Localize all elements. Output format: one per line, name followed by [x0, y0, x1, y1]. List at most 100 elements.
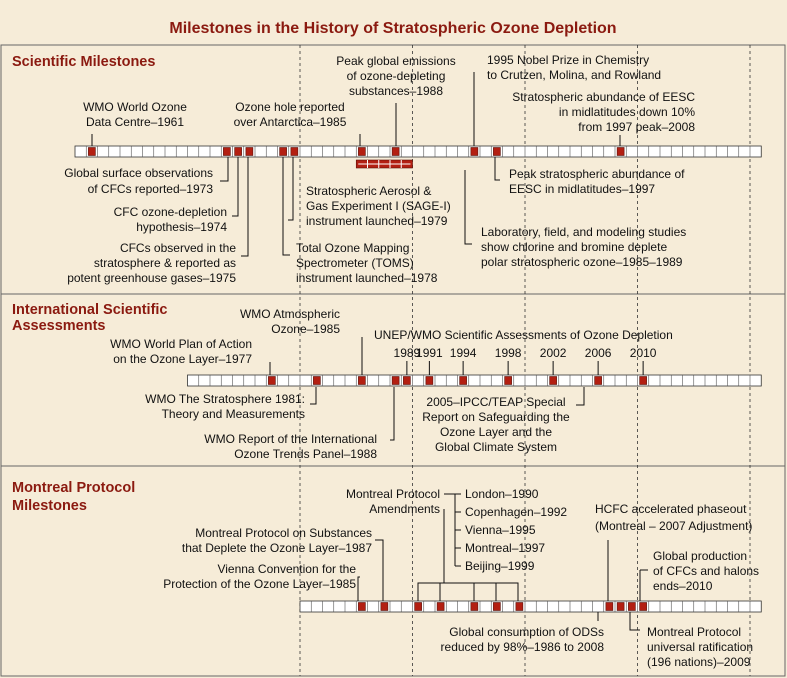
scientific-timeline-bar [74, 145, 762, 158]
svg-text:in midlatitudes down 10%: in midlatitudes down 10% [559, 105, 695, 119]
label-hcfc-phaseout: HCFC accelerated phaseout (Montreal – 20… [595, 502, 752, 533]
label-cfc-production-end: Global production of CFCs and halons end… [653, 549, 759, 593]
svg-text:Protection of the Ozone Layer–: Protection of the Ozone Layer–1985 [163, 577, 356, 591]
label-sage: Stratospheric Aerosol & Gas Experiment I… [306, 184, 451, 228]
svg-text:Ozone–1985: Ozone–1985 [271, 322, 340, 336]
label-amendments: Montreal Protocol Amendments [346, 487, 440, 516]
assessments-timeline-bar [187, 374, 762, 387]
bar1-track [74, 145, 762, 158]
montreal-heading-line2: Milestones [12, 498, 87, 514]
svg-text:potent greenhouse gases–1975: potent greenhouse gases–1975 [67, 271, 236, 285]
label-ozone-hole: Ozone hole reported over Antarctica–1985 [234, 100, 347, 129]
svg-text:Global surface observations: Global surface observations [64, 166, 213, 180]
label-ipcc: 2005–IPCC/TEAP Special Report on Safegua… [422, 395, 570, 454]
label-lab-studies: Laboratory, field, and modeling studies … [481, 225, 686, 269]
svg-text:Montreal Protocol on Substance: Montreal Protocol on Substances [195, 526, 372, 540]
svg-text:Stratospheric abundance of EES: Stratospheric abundance of EESC [512, 90, 695, 104]
svg-text:Beijing–1999: Beijing–1999 [465, 559, 535, 573]
svg-text:Laboratory, field, and modelin: Laboratory, field, and modeling studies [481, 225, 686, 239]
svg-text:reduced by 98%–1986 to 2008: reduced by 98%–1986 to 2008 [441, 640, 605, 654]
mp-marker-1995 [470, 602, 479, 611]
sci-marker-1995 [470, 147, 479, 156]
label-universal-ratification: Montreal Protocol universal ratification… [647, 625, 753, 669]
mp-marker-2010 [639, 602, 647, 611]
mp-marker-1997 [493, 602, 501, 611]
svg-text:(Montreal – 2007 Adjustment): (Montreal – 2007 Adjustment) [595, 519, 752, 533]
svg-text:WMO Atmospheric: WMO Atmospheric [240, 307, 340, 321]
svg-text:WMO World Ozone: WMO World Ozone [83, 100, 187, 114]
svg-text:1995 Nobel Prize in Chemistry: 1995 Nobel Prize in Chemistry [487, 53, 649, 67]
montreal-timeline-bar [299, 600, 762, 613]
mp-marker-2009 [628, 602, 636, 611]
svg-text:Report on Safeguarding the: Report on Safeguarding the [422, 410, 570, 424]
mp-marker-1990 [414, 602, 422, 611]
mp-marker-1985 [358, 602, 366, 611]
svg-text:hypothesis–1974: hypothesis–1974 [136, 220, 227, 234]
svg-text:WMO The Stratosphere 1981:: WMO The Stratosphere 1981: [145, 392, 305, 406]
svg-text:Global consumption of ODSs: Global consumption of ODSs [449, 625, 604, 639]
asm-marker-1988 [391, 376, 400, 385]
sci-marker-1985 [358, 147, 366, 156]
svg-text:Amendments: Amendments [369, 502, 440, 516]
sci-marker-1978 [279, 147, 287, 156]
svg-text:to Crutzen, Molina, and Rowlan: to Crutzen, Molina, and Rowland [487, 68, 661, 82]
assessment-year-label: 1998 [495, 346, 522, 360]
svg-text:Montreal–1997: Montreal–1997 [465, 541, 545, 555]
svg-text:Montreal Protocol: Montreal Protocol [346, 487, 440, 501]
label-toms: Total Ozone Mapping Spectrometer (TOMS) … [296, 241, 438, 285]
label-peak-eesc: Peak stratospheric abundance of EESC in … [509, 167, 685, 196]
label-unep-wmo: UNEP/WMO Scientific Assessments of Ozone… [374, 328, 673, 342]
svg-text:WMO World Plan of Action: WMO World Plan of Action [110, 337, 252, 351]
svg-text:instrument launched–1979: instrument launched–1979 [306, 214, 448, 228]
figure-frame [0, 44, 786, 677]
scientific-heading: Scientific Milestones [12, 54, 155, 70]
svg-text:show chlorine and bromine depl: show chlorine and bromine deplete [481, 240, 667, 254]
label-cfc-hypothesis: CFC ozone-depletion hypothesis–1974 [114, 205, 228, 234]
mp-marker-1992 [436, 602, 445, 611]
asm-marker-2010 [639, 376, 647, 385]
label-peak-emissions: Peak global emissions of ozone-depleting… [336, 54, 455, 98]
svg-text:on the Ozone Layer–1977: on the Ozone Layer–1977 [113, 352, 252, 366]
label-wmo-plan: WMO World Plan of Action on the Ozone La… [110, 337, 252, 366]
svg-text:that Deplete the Ozone Layer–1: that Deplete the Ozone Layer–1987 [182, 541, 372, 555]
sci-marker-1975 [245, 147, 254, 156]
mp-marker-1999 [515, 602, 524, 611]
svg-text:Montreal Protocol: Montreal Protocol [647, 625, 741, 639]
mp-marker-2008 [616, 602, 625, 611]
svg-text:Theory and Measurements: Theory and Measurements [162, 407, 305, 421]
assessments-heading-line1: International Scientific [12, 302, 168, 318]
sci-marker-1988 [391, 147, 400, 156]
asm-marker-1991 [425, 376, 434, 385]
asm-marker-1977 [268, 376, 276, 385]
svg-text:CFCs observed in the: CFCs observed in the [120, 241, 236, 255]
svg-text:HCFC accelerated phaseout: HCFC accelerated phaseout [595, 502, 747, 516]
asm-marker-2006 [594, 376, 602, 385]
asm-marker-1994 [459, 376, 467, 385]
mp-marker-2007 [605, 602, 614, 611]
svg-text:of ozone-depleting: of ozone-depleting [347, 69, 446, 83]
svg-text:2005–IPCC/TEAP Special: 2005–IPCC/TEAP Special [426, 395, 565, 409]
amendment-list: London–1990 Copenhagen–1992 Vienna–1995 … [465, 487, 567, 573]
svg-text:universal ratification: universal ratification [647, 640, 753, 654]
svg-text:Peak global emissions: Peak global emissions [336, 54, 455, 68]
montreal-heading-line1: Montreal Protocol [12, 480, 135, 496]
svg-text:Stratospheric Aerosol &: Stratospheric Aerosol & [306, 184, 431, 198]
asm-marker-1998 [504, 376, 512, 385]
label-ods-consumption: Global consumption of ODSs reduced by 98… [441, 625, 605, 654]
svg-text:instrument launched–1978: instrument launched–1978 [296, 271, 438, 285]
leader-lines [91, 72, 648, 631]
svg-text:polar stratospheric ozone–1985: polar stratospheric ozone–1985–1989 [481, 255, 683, 269]
event-markers [88, 147, 647, 611]
sci-marker-1974 [234, 147, 242, 156]
label-wmo-ozone-data-centre: WMO World Ozone Data Centre–1961 [83, 100, 187, 129]
svg-text:Gas Experiment I (SAGE-I): Gas Experiment I (SAGE-I) [306, 199, 451, 213]
svg-text:substances–1988: substances–1988 [349, 84, 443, 98]
lab-studies-band [355, 159, 413, 169]
label-montreal-1987: Montreal Protocol on Substances that Dep… [182, 526, 372, 555]
label-cfc-observations: Global surface observations of CFCs repo… [64, 166, 213, 196]
svg-text:Ozone Layer and the: Ozone Layer and the [440, 425, 552, 439]
svg-text:Total Ozone Mapping: Total Ozone Mapping [296, 241, 409, 255]
svg-text:of CFCs reported–1973: of CFCs reported–1973 [88, 182, 214, 196]
